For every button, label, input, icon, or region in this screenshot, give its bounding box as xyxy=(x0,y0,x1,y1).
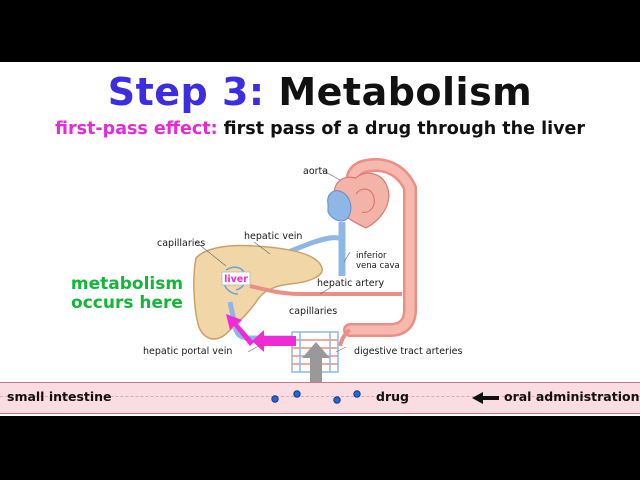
subtitle-definition: first pass of a drug through the liver xyxy=(223,119,585,139)
strip-marks xyxy=(271,390,499,404)
circulation-diagram: liver aorta hepatic vein capillaries inf… xyxy=(143,158,462,398)
hepatic-artery-label: hepatic artery xyxy=(317,278,385,289)
callout-line2: occurs here xyxy=(71,293,183,313)
page-title: Step 3: Metabolism xyxy=(0,66,640,118)
title-topic: Metabolism xyxy=(278,70,533,114)
aorta-label: aorta xyxy=(303,166,328,177)
absorption-arrow xyxy=(302,342,330,398)
slide: Step 3: Metabolism first-pass effect: fi… xyxy=(0,62,640,416)
callout-line1: metabolism xyxy=(70,274,184,294)
heart xyxy=(327,172,390,229)
hepatic-artery-vessel xyxy=(249,284,402,296)
left-arrow-icon xyxy=(472,392,499,404)
drug-particle xyxy=(353,390,361,398)
first-pass-pointer xyxy=(226,314,296,352)
small-intestine-strip: small intestine drug oral administration xyxy=(0,382,640,414)
subtitle-term: first-pass effect: xyxy=(55,119,218,139)
drug-particle xyxy=(333,396,341,404)
drug-particle xyxy=(293,390,301,398)
drug-label: drug xyxy=(376,389,409,404)
liver-label: liver xyxy=(224,274,248,285)
hepatic-vein-label: hepatic vein xyxy=(244,231,302,242)
oral-administration-label: oral administration xyxy=(504,389,640,404)
capillaries-liver-label: capillaries xyxy=(157,238,205,249)
digestive-artery-vessel xyxy=(338,328,352,347)
leader-lines xyxy=(195,169,351,353)
ivc-label-line2: vena cava xyxy=(356,261,400,271)
hepatic-portal-vein-label: hepatic portal vein xyxy=(143,346,232,357)
metabolism-callout: metabolism occurs here xyxy=(62,275,192,313)
subtitle: first-pass effect: first pass of a drug … xyxy=(0,116,640,142)
ivc-label-line1: inferior xyxy=(356,251,387,261)
drug-particle xyxy=(271,395,279,403)
capillaries-intestine-label: capillaries xyxy=(289,306,337,317)
title-step: Step 3: xyxy=(107,70,265,114)
drug-particles xyxy=(271,390,361,404)
small-intestine-label: small intestine xyxy=(7,389,112,404)
digestive-tract-arteries-label: digestive tract arteries xyxy=(354,346,462,357)
